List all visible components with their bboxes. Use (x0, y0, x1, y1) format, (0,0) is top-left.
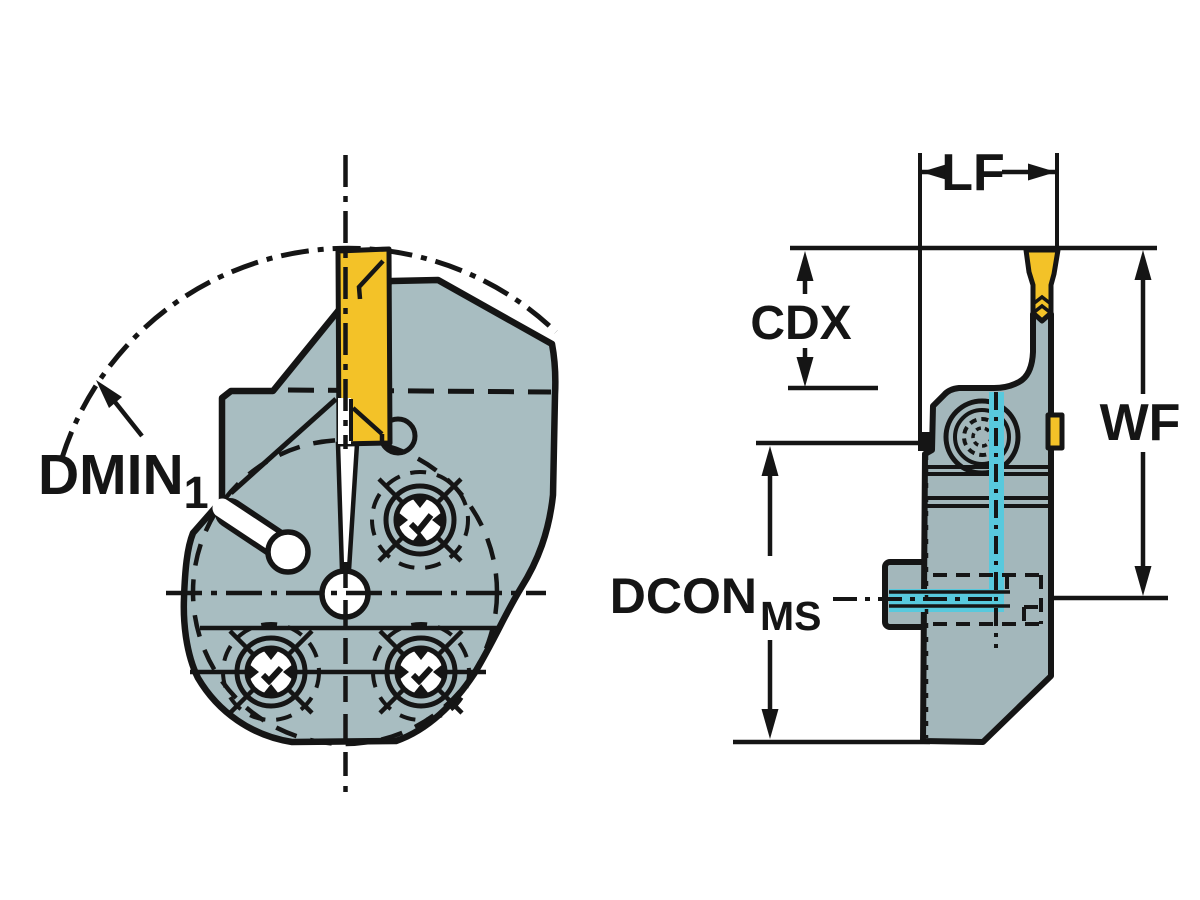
side-insert (1023, 247, 1061, 324)
wf-dimension: WF (1100, 250, 1181, 596)
torx-mark (410, 665, 434, 686)
dcon-dimension: DCON MS (610, 446, 822, 739)
side-centerlines (833, 392, 1000, 738)
side-view (833, 247, 1065, 745)
torx-screw-top (370, 470, 470, 570)
side-body (920, 311, 1054, 745)
torx-mark (260, 665, 284, 686)
dcon-label: DCON (610, 568, 757, 624)
lf-label: LF (941, 144, 1005, 202)
front-view: DMIN1 (38, 155, 559, 792)
insert-seat-edge (351, 406, 384, 436)
dmin-label: DMIN1 (38, 443, 209, 518)
hidden-top-face-line (287, 387, 552, 395)
dimensions: LF CDX DCON MS WF (610, 144, 1181, 745)
pin-end (265, 529, 311, 575)
insert-clamp-tab (1045, 412, 1065, 451)
torx-screw-left (221, 622, 321, 722)
wf-arrow-down (1134, 566, 1152, 596)
hidden-bore-lines (933, 573, 1043, 626)
cdx-arrow-down (796, 357, 814, 387)
dcon-arrow-up (761, 446, 779, 476)
dmin-arrowhead (96, 380, 122, 408)
torx-mark (408, 513, 434, 536)
front-centerlines (166, 155, 546, 792)
cdx-label: CDX (750, 297, 851, 350)
dcon-arrow-down (761, 709, 779, 739)
torx-screw-right (371, 622, 471, 722)
lf-arrow-right (1028, 163, 1056, 181)
cdx-dimension: CDX (750, 251, 852, 387)
lf-dimension: LF (918, 144, 1059, 443)
dcon-sub-label: MS (760, 593, 822, 639)
wf-arrow-up (1134, 250, 1152, 280)
chamfer-edge (229, 397, 338, 495)
wf-label: WF (1100, 394, 1181, 452)
dmin-diameter-arc (59, 245, 558, 459)
dmin-arrow (96, 380, 144, 438)
lf-arrow-left (921, 163, 949, 181)
insert-top-edge (356, 259, 385, 300)
cdx-arrow-up (796, 251, 814, 281)
pin-slot (212, 498, 311, 575)
front-insert (335, 246, 393, 447)
